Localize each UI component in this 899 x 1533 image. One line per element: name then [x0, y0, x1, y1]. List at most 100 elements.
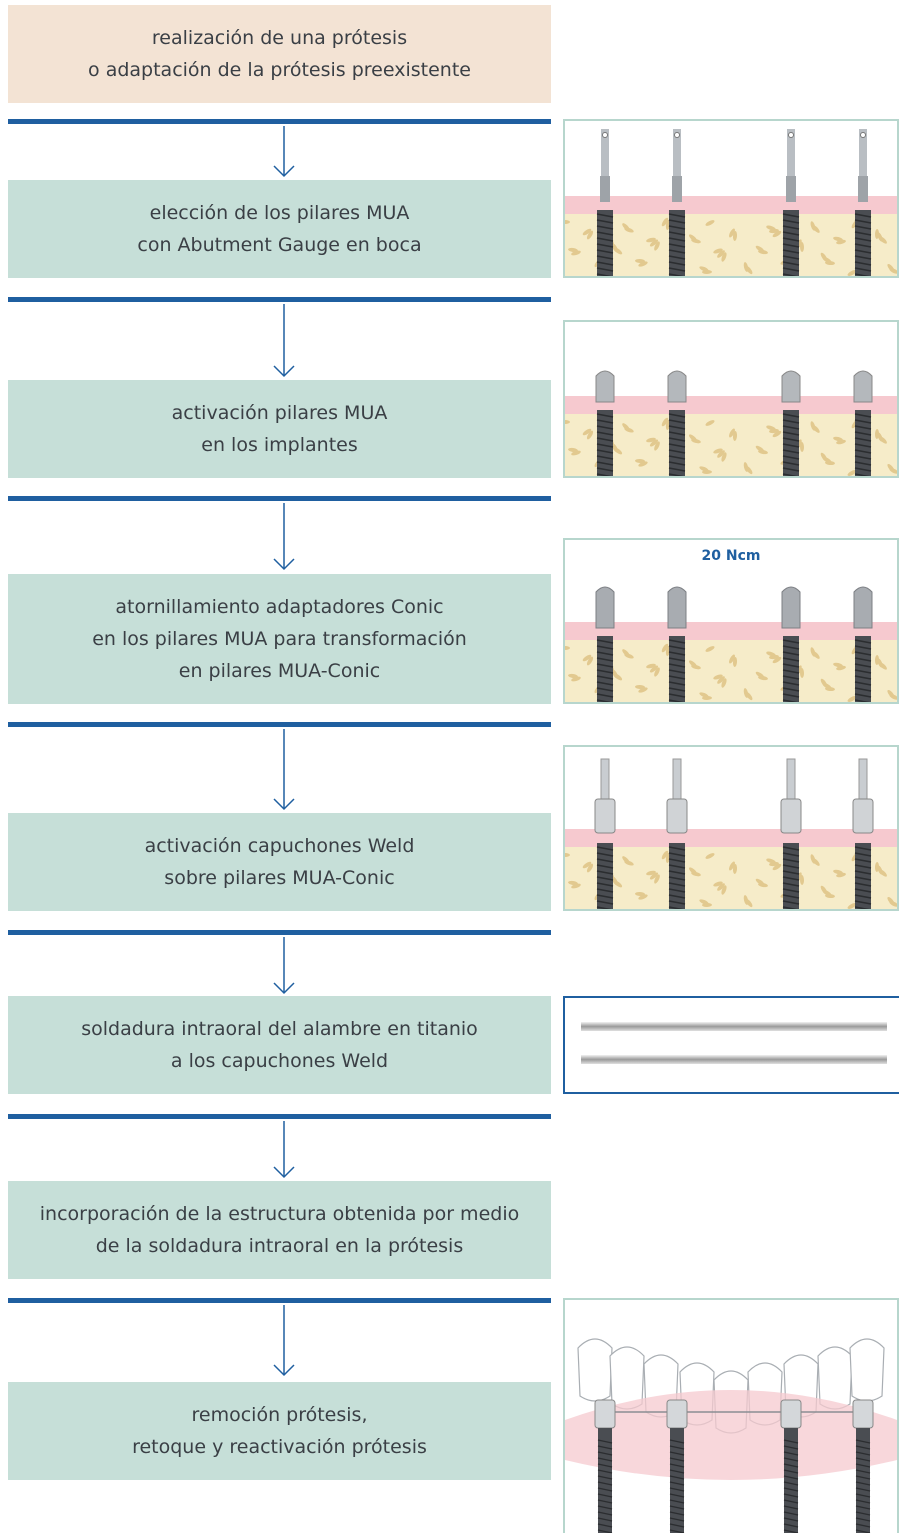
bone-speckle: [638, 261, 648, 267]
bone-speckle: [717, 450, 725, 458]
separator-rule: [8, 930, 551, 935]
bone-speckle: [713, 248, 723, 254]
bone-speckle: [874, 862, 880, 872]
bone-speckle: [649, 239, 659, 247]
bone-speckle: [743, 688, 749, 698]
bone-speckle: [847, 696, 857, 702]
titanium-wire: [581, 1055, 887, 1064]
bone-speckle: [729, 428, 735, 438]
down-arrow-icon: [273, 1305, 295, 1377]
bone-speckle: [635, 258, 645, 264]
bone-speckle: [705, 220, 715, 226]
illustration-prosthesis: [563, 1298, 899, 1533]
step-text-line: con Abutment Gauge en boca: [137, 234, 422, 256]
down-arrow-icon: [273, 937, 295, 995]
bone-speckle: [743, 895, 749, 905]
illustration-titanium-wire: [563, 996, 899, 1094]
bone-speckle: [717, 883, 725, 891]
bone-speckle: [887, 263, 895, 273]
step-text-line: en los implantes: [201, 434, 358, 456]
bone: [565, 414, 897, 476]
flow-step-removal: remoción prótesis, retoque y reactivació…: [8, 1382, 551, 1480]
bone-speckle: [766, 651, 776, 657]
bone-speckle: [649, 872, 659, 880]
bone-speckle: [638, 894, 648, 900]
step-text-line: atornillamiento adaptadores Conic: [115, 596, 444, 618]
bone-speckle: [646, 437, 656, 443]
dental-implant: [666, 758, 688, 909]
dental-implant: [668, 129, 686, 276]
separator-rule: [8, 297, 551, 302]
bone-speckle: [799, 668, 805, 678]
flow-step-incorporation: incorporación de la estructura obtenida …: [8, 1181, 551, 1279]
bone-speckle: [717, 250, 725, 258]
bone-speckle: [571, 450, 581, 456]
bone-speckle: [654, 874, 660, 884]
bone-speckle: [887, 689, 895, 699]
bone-speckle: [705, 420, 715, 426]
down-arrow-icon: [273, 304, 295, 378]
step-text-line: retoque y reactivación prótesis: [132, 1436, 427, 1458]
bone-speckle: [649, 665, 659, 673]
bone-speckle: [688, 234, 698, 242]
bone-speckle: [622, 423, 630, 431]
bone-speckle: [571, 250, 581, 256]
bone: [565, 640, 897, 702]
step-text-line: en pilares MUA-Conic: [178, 660, 381, 682]
bone-speckle: [654, 441, 660, 451]
bone-speckle: [705, 853, 715, 859]
down-arrow-icon: [273, 729, 295, 811]
bone-speckle: [705, 646, 715, 652]
step-text-line: a los capuchones Weld: [170, 1050, 389, 1072]
bone-speckle: [661, 417, 669, 427]
bone-speckle: [887, 896, 895, 906]
flow-step-conic-adapters: atornillamiento adaptadores Conic en los…: [8, 574, 551, 704]
step-text-line: de la soldadura intraoral en la prótesis: [95, 1235, 464, 1257]
dental-implant: [594, 1399, 616, 1533]
bone-speckle: [799, 442, 805, 452]
bone-speckle: [635, 458, 645, 464]
illustration-weld-caps: [563, 745, 899, 911]
gum-tissue: [565, 829, 897, 849]
bone-speckle: [820, 678, 828, 688]
step-text-line: en los pilares MUA para transformación: [92, 628, 467, 650]
dental-implant: [595, 370, 615, 476]
bone-speckle: [565, 220, 570, 224]
bone-speckle: [571, 883, 581, 889]
bone-speckle: [820, 452, 828, 462]
bone-speckle: [649, 439, 659, 447]
bone-speckle: [646, 237, 656, 243]
down-arrow-icon: [273, 1121, 295, 1179]
bone-speckle: [833, 869, 843, 875]
separator-rule: [8, 496, 551, 501]
bone-speckle: [729, 861, 735, 871]
flow-step-choose-mua: elección de los pilares MUA con Abutment…: [8, 180, 551, 278]
bone-speckle: [586, 656, 594, 666]
bone-speckle: [799, 875, 805, 885]
step-text-line: o adaptación de la prótesis preexistente: [88, 59, 471, 81]
bone-speckle: [755, 245, 765, 253]
bone: [565, 214, 897, 276]
flow-step-weld-caps: activación capuchones Weld sobre pilares…: [8, 813, 551, 911]
bone-speckle: [582, 428, 592, 436]
bone-speckle: [721, 452, 727, 462]
bone-speckle: [688, 660, 698, 668]
down-arrow-icon: [273, 503, 295, 571]
bone-speckle: [622, 223, 630, 231]
dental-implant: [667, 586, 687, 702]
bone-speckle: [565, 853, 570, 857]
bone-speckle: [721, 252, 727, 262]
bone-speckle: [874, 655, 880, 665]
bone-speckle: [729, 228, 735, 238]
step-text-line: sobre pilares MUA-Conic: [164, 867, 395, 889]
bone-speckle: [772, 656, 782, 664]
bone-speckle: [661, 850, 669, 860]
flow-step-activate-mua: activación pilares MUA en los implantes: [8, 380, 551, 478]
bone-speckle: [699, 266, 709, 272]
bone-speckle: [688, 434, 698, 442]
step-text-line: soldadura intraoral del alambre en titan…: [81, 1018, 478, 1040]
bone-speckle: [721, 885, 727, 895]
dental-implant: [782, 129, 800, 276]
bone-speckle: [638, 687, 648, 693]
bone-speckle: [586, 430, 594, 440]
